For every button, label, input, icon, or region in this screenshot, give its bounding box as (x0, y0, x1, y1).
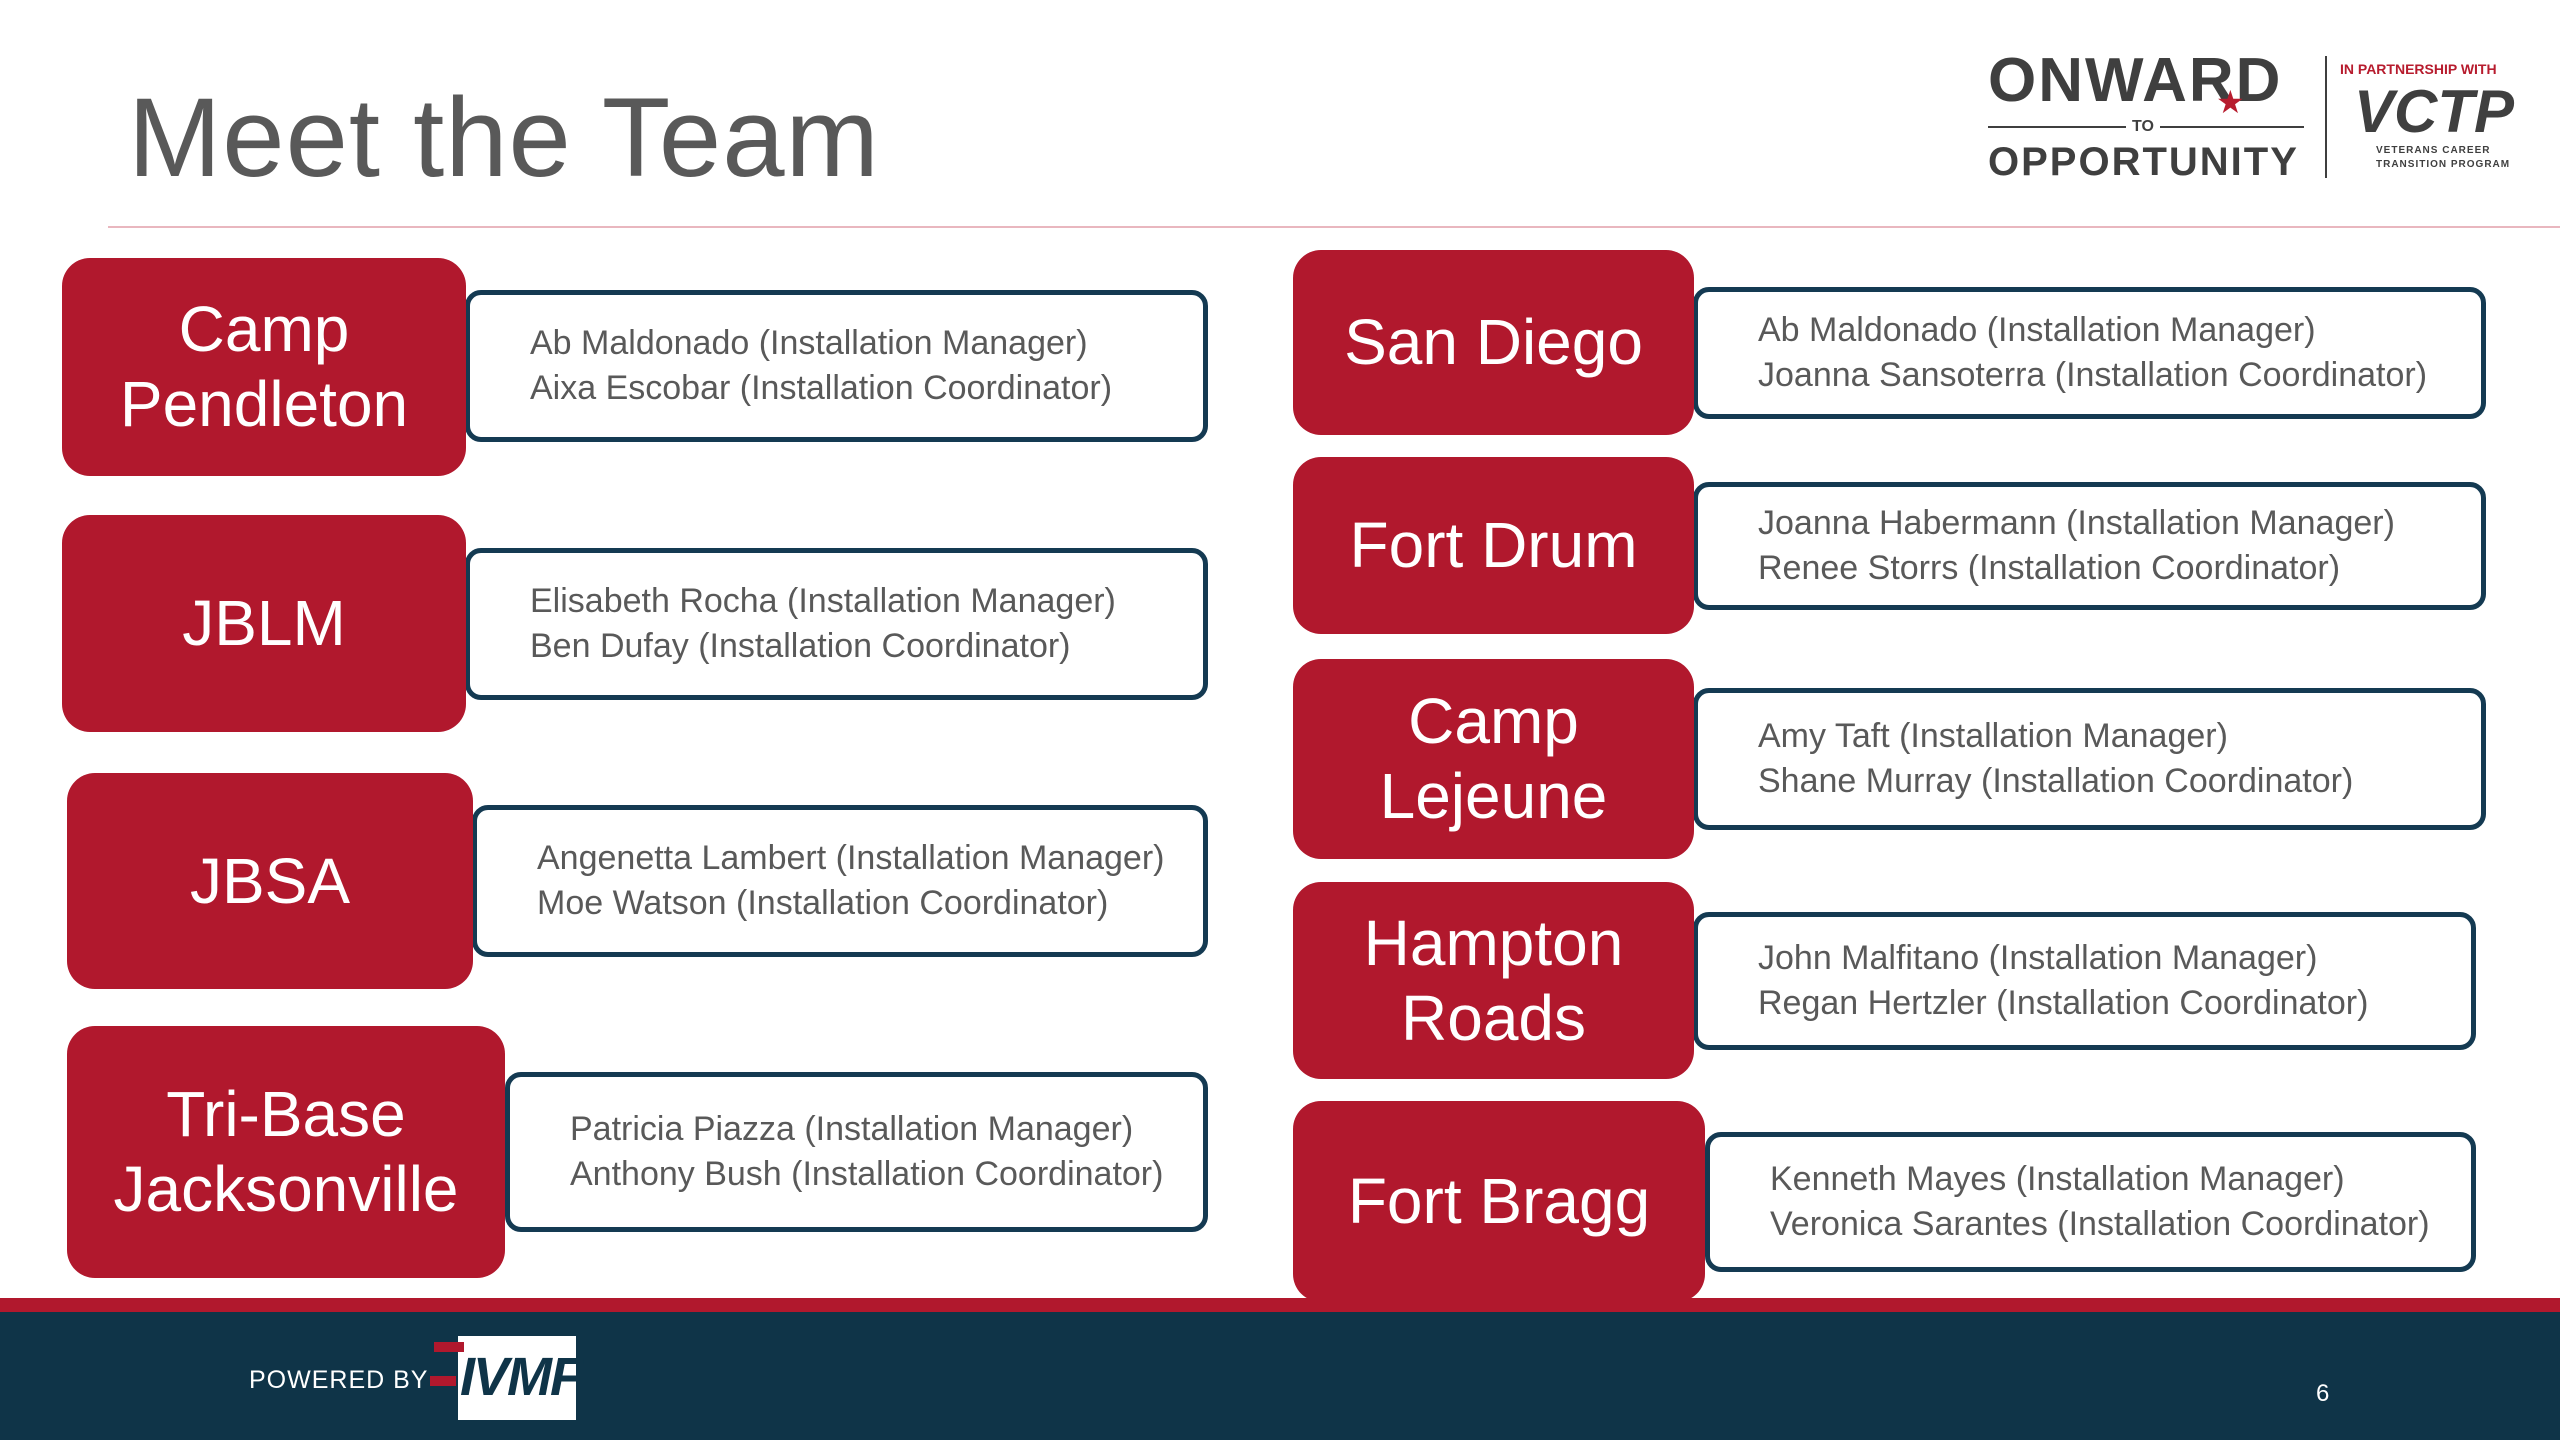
location-label: Camp Lejeune (1293, 659, 1694, 859)
team-names-box: Angenetta Lambert (Installation Manager)… (472, 805, 1208, 957)
logo-opportunity-text: OPPORTUNITY (1988, 140, 2299, 184)
installation-coordinator: Veronica Sarantes (Installation Coordina… (1770, 1205, 2430, 1243)
vctp-logo-text: VCTP (2354, 78, 2515, 145)
footer-red-stripe (0, 1298, 2560, 1312)
team-names-box: Ab Maldonado (Installation Manager) Aixa… (465, 290, 1208, 442)
installation-manager: Amy Taft (Installation Manager) (1758, 717, 2228, 756)
installation-coordinator: Joanna Sansoterra (Installation Coordina… (1758, 356, 2428, 394)
installation-manager: Angenetta Lambert (Installation Manager) (537, 839, 1165, 878)
location-label: Camp Pendleton (62, 258, 466, 476)
installation-manager: Patricia Piazza (Installation Manager) (570, 1110, 1134, 1149)
star-icon: ★ (2216, 84, 2245, 120)
installation-coordinator: Ben Dufay (Installation Coordinator) (530, 627, 1071, 665)
location-label: JBSA (67, 773, 473, 989)
logo-partnership-text: IN PARTNERSHIP WITH (2340, 61, 2497, 77)
ivmf-logo-background (458, 1336, 576, 1420)
team-names-box: Patricia Piazza (Installation Manager) A… (505, 1072, 1208, 1232)
location-label: Tri-Base Jacksonville (67, 1026, 505, 1278)
page-number: 6 (2316, 1380, 2330, 1407)
ivmf-logo-stripe (434, 1342, 464, 1352)
installation-manager: Elisabeth Rocha (Installation Manager) (530, 582, 1116, 621)
installation-manager: Joanna Habermann (Installation Manager) (1758, 504, 2395, 543)
location-label: Fort Bragg (1293, 1101, 1705, 1302)
installation-coordinator: Shane Murray (Installation Coordinator) (1758, 762, 2354, 800)
installation-coordinator: Moe Watson (Installation Coordinator) (537, 884, 1109, 922)
page-title: Meet the Team (128, 75, 880, 200)
installation-coordinator: Renee Storrs (Installation Coordinator) (1758, 549, 2341, 587)
ivmf-logo-stripe (430, 1376, 456, 1386)
location-label: JBLM (62, 515, 466, 732)
team-names-box: John Malfitano (Installation Manager) Re… (1693, 912, 2476, 1050)
installation-manager: Ab Maldonado (Installation Manager) (530, 324, 1088, 363)
ivmf-logo: IVMF (430, 1336, 583, 1420)
logo-vertical-divider (2325, 56, 2327, 178)
footer-bar (0, 1312, 2560, 1440)
logo-onward-text: ONWARD (1988, 46, 2283, 115)
installation-coordinator: Anthony Bush (Installation Coordinator) (570, 1155, 1164, 1193)
logo-to-text: TO (2126, 116, 2160, 138)
installation-manager: Ab Maldonado (Installation Manager) (1758, 311, 2316, 350)
installation-manager: Kenneth Mayes (Installation Manager) (1770, 1160, 2345, 1199)
location-label: Fort Drum (1293, 457, 1694, 634)
location-label: Hampton Roads (1293, 882, 1694, 1079)
installation-manager: John Malfitano (Installation Manager) (1758, 939, 2318, 978)
ivmf-logo-text: IVMF (460, 1347, 583, 1407)
title-divider (108, 226, 2560, 228)
team-names-box: Amy Taft (Installation Manager) Shane Mu… (1693, 688, 2486, 830)
installation-coordinator: Aixa Escobar (Installation Coordinator) (530, 369, 1113, 407)
team-names-box: Elisabeth Rocha (Installation Manager) B… (465, 548, 1208, 700)
vctp-subtitle-line1: VETERANS CAREER (2376, 145, 2491, 156)
team-names-box: Ab Maldonado (Installation Manager) Joan… (1693, 287, 2486, 419)
installation-coordinator: Regan Hertzler (Installation Coordinator… (1758, 984, 2369, 1022)
onward-to-opportunity-logo: ONWARD ★ TO OPPORTUNITY IN PARTNERSHIP W… (1980, 50, 2540, 190)
location-label: San Diego (1293, 250, 1694, 435)
vctp-subtitle-line2: TRANSITION PROGRAM (2376, 159, 2511, 170)
powered-by-text: POWERED BY (249, 1366, 429, 1394)
team-names-box: Joanna Habermann (Installation Manager) … (1693, 482, 2486, 610)
team-names-box: Kenneth Mayes (Installation Manager) Ver… (1705, 1132, 2476, 1272)
